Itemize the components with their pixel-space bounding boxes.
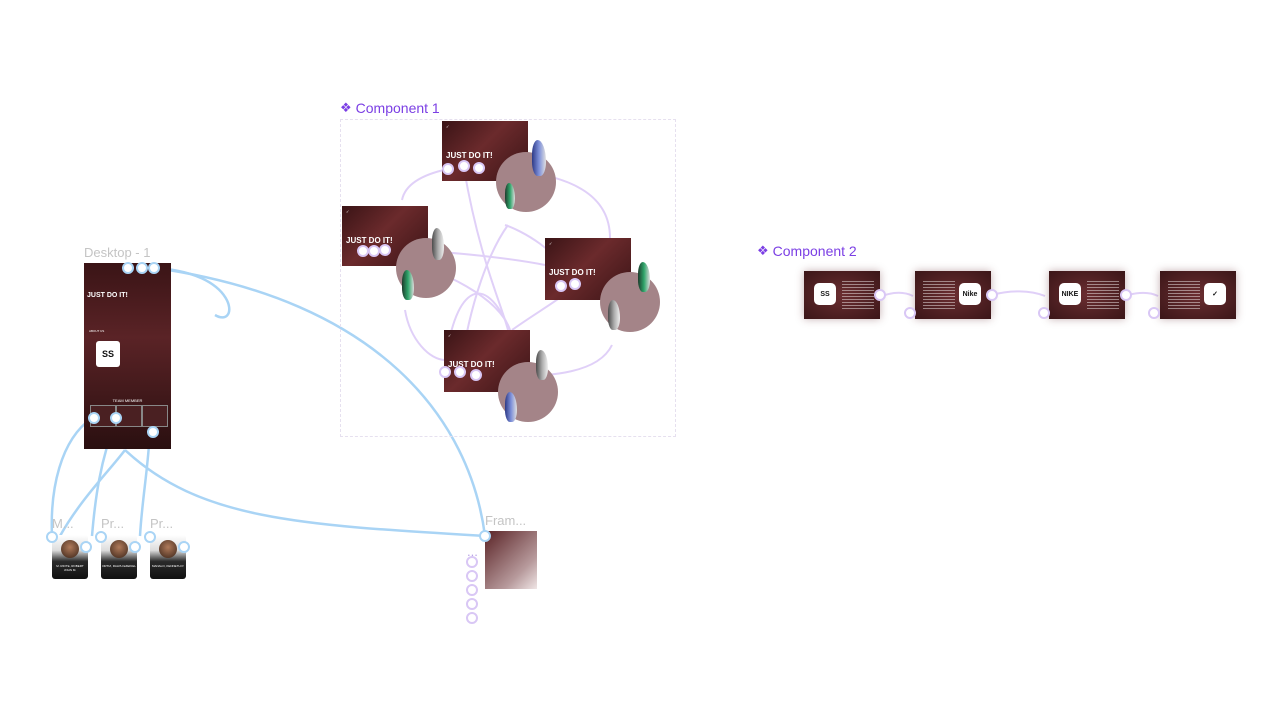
card-text xyxy=(923,281,955,309)
frame-connection-handle[interactable] xyxy=(479,530,491,542)
card-text xyxy=(1087,281,1119,309)
diamond-component-icon: ❖ xyxy=(757,243,769,258)
member-name: M. RIOTE, ROBERT JOHN M. xyxy=(56,564,84,572)
slide-tagline: JUST DO IT! xyxy=(346,236,393,245)
member-connection-handle[interactable] xyxy=(46,531,58,543)
logo-card-2[interactable]: Nike xyxy=(915,271,991,319)
slide-connection-handle[interactable] xyxy=(473,162,485,174)
member-connection-handle[interactable] xyxy=(129,541,141,553)
card-connection-handle[interactable] xyxy=(1120,289,1132,301)
shoe-image xyxy=(432,228,444,260)
slide-connection-handle[interactable] xyxy=(379,244,391,256)
member-frame-label[interactable]: Pr... xyxy=(150,516,174,531)
frame-connection-handle[interactable] xyxy=(466,556,478,568)
component-1-label[interactable]: ❖ Component 1 xyxy=(340,100,440,116)
frame-connection-handle[interactable] xyxy=(466,612,478,624)
desktop-connection-handle[interactable] xyxy=(136,262,148,274)
slide-connection-handle[interactable] xyxy=(454,366,466,378)
slide-connection-handle[interactable] xyxy=(569,278,581,290)
team-connection-handle[interactable] xyxy=(147,426,159,438)
brand-logo: Nike xyxy=(959,283,981,305)
diamond-component-icon: ❖ xyxy=(340,100,352,115)
avatar xyxy=(110,540,128,558)
slide-tagline: JUST DO IT! xyxy=(549,268,596,277)
brand-logo: SS xyxy=(814,283,836,305)
card-connection-handle[interactable] xyxy=(904,307,916,319)
slide-connection-handle[interactable] xyxy=(458,160,470,172)
team-connection-handle[interactable] xyxy=(110,412,122,424)
shoe-image xyxy=(638,262,650,292)
frame-connection-handle[interactable] xyxy=(466,598,478,610)
card-connection-handle[interactable] xyxy=(986,289,998,301)
team-heading: TEAM MEMBER xyxy=(112,398,143,403)
member-name: MANALO, KENNETH P. xyxy=(152,564,184,568)
card-text xyxy=(1168,281,1200,309)
card-connection-handle[interactable] xyxy=(1148,307,1160,319)
brand-logo: SS xyxy=(96,341,120,367)
slide-connection-handle[interactable] xyxy=(442,163,454,175)
shoe-image xyxy=(536,350,548,380)
desktop-connection-handle[interactable] xyxy=(148,262,160,274)
logo-card-1[interactable]: SS xyxy=(804,271,880,319)
team-card-3 xyxy=(142,405,168,427)
about-heading: ABOUT US xyxy=(89,329,105,333)
member-frame-label[interactable]: M... xyxy=(52,516,74,531)
avatar xyxy=(61,540,79,558)
logo-card-3[interactable]: NIKE xyxy=(1049,271,1125,319)
nike-swoosh-icon: ✓ xyxy=(446,124,450,129)
component-2-label[interactable]: ❖ Component 2 xyxy=(757,243,857,259)
member-frame-label[interactable]: Pr... xyxy=(101,516,125,531)
shoe-image xyxy=(532,140,546,176)
slide-tagline: JUST DO IT! xyxy=(446,151,493,160)
nike-swoosh-icon: ✓ xyxy=(549,241,553,246)
card-connection-handle[interactable] xyxy=(1038,307,1050,319)
frame-connection-handle[interactable] xyxy=(466,570,478,582)
frame-connection-handle[interactable] xyxy=(466,584,478,596)
member-connection-handle[interactable] xyxy=(144,531,156,543)
desktop-connection-handle[interactable] xyxy=(122,262,134,274)
frame-thumbnail[interactable] xyxy=(485,531,537,589)
brand-logo: NIKE xyxy=(1059,283,1081,305)
card-text xyxy=(842,281,874,309)
desktop-tagline: JUST DO IT! xyxy=(87,292,128,299)
avatar xyxy=(159,540,177,558)
shoe-image xyxy=(608,300,620,330)
shoe-image xyxy=(402,270,414,300)
shoe-image xyxy=(505,183,515,209)
nike-swoosh-icon: ✓ xyxy=(1204,283,1226,305)
slide-connection-handle[interactable] xyxy=(439,366,451,378)
frame-label[interactable]: Fram... xyxy=(485,513,527,528)
member-connection-handle[interactable] xyxy=(80,541,92,553)
slide-tagline: JUST DO IT! xyxy=(448,360,495,369)
desktop-frame[interactable]: JUST DO IT! ABOUT US SS TEAM MEMBER xyxy=(84,263,171,449)
slide-connection-handle[interactable] xyxy=(470,369,482,381)
card-connection-handle[interactable] xyxy=(874,289,886,301)
logo-card-4[interactable]: ✓ xyxy=(1160,271,1236,319)
desktop-frame-label[interactable]: Desktop - 1 xyxy=(84,245,151,260)
member-connection-handle[interactable] xyxy=(95,531,107,543)
nike-swoosh-icon: ✓ xyxy=(448,333,452,338)
nike-swoosh-icon: ✓ xyxy=(346,209,350,214)
frame-more-dots: ... xyxy=(467,544,478,559)
shoe-image xyxy=(505,392,517,422)
team-connection-handle[interactable] xyxy=(88,412,100,424)
member-name: ORTIZ, RALPH EZEKIEL xyxy=(102,564,136,568)
slide-connection-handle[interactable] xyxy=(555,280,567,292)
member-connection-handle[interactable] xyxy=(178,541,190,553)
component-1-frame[interactable] xyxy=(340,119,676,437)
